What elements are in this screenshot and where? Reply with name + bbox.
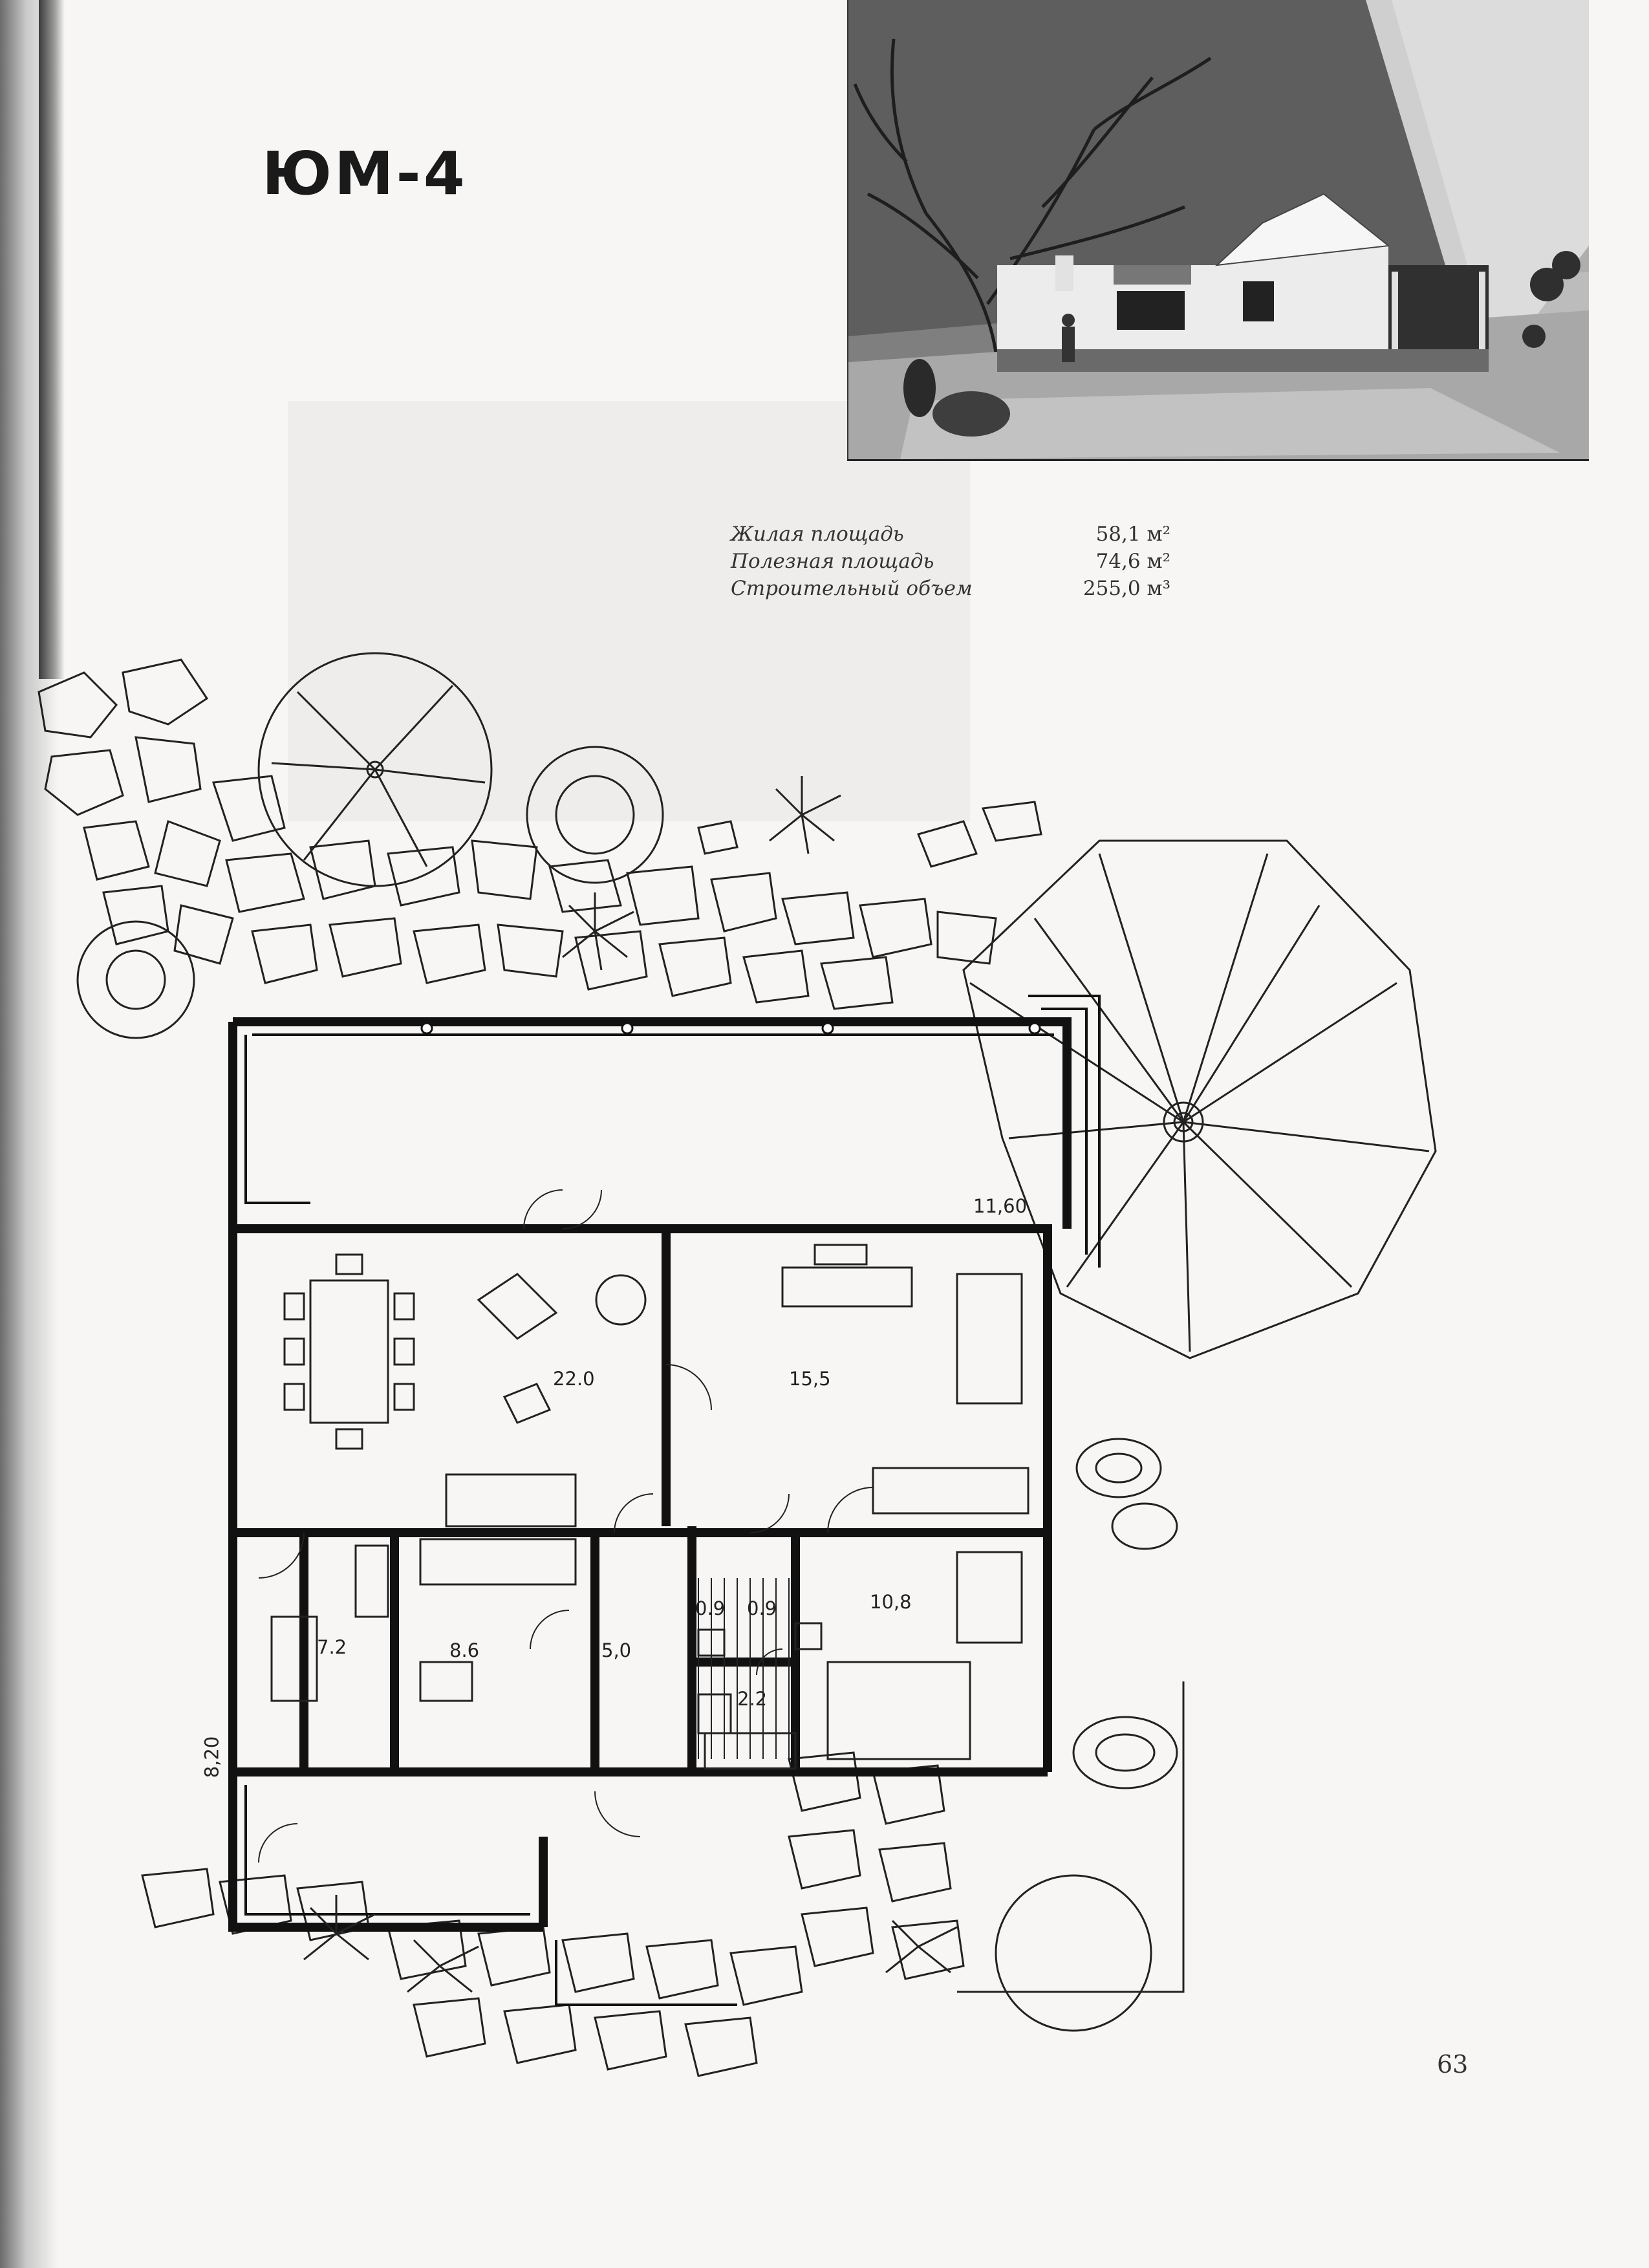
room-area-bath: 2.2 bbox=[737, 1688, 768, 1710]
stat-row: Полезная площадь 74,6 м² bbox=[731, 548, 1170, 575]
stat-value: 255,0 м³ bbox=[1083, 577, 1170, 600]
room-area-study: 8.6 bbox=[449, 1639, 480, 1661]
room-area-bedroom-large: 15,5 bbox=[789, 1368, 831, 1390]
stat-value: 74,6 м² bbox=[1095, 550, 1170, 573]
room-area-wc-1: 0.9 bbox=[695, 1597, 726, 1619]
room-area-kitchen: 7.2 bbox=[317, 1636, 347, 1658]
stat-label: Полезная площадь bbox=[731, 550, 934, 573]
dimension-depth: 8,20 bbox=[200, 1736, 223, 1778]
stat-label: Жилая площадь bbox=[731, 523, 904, 546]
page-number: 63 bbox=[1437, 2050, 1469, 2079]
room-area-living: 22.0 bbox=[553, 1368, 595, 1390]
floor-plan bbox=[26, 634, 1487, 2173]
stat-row: Жилая площадь 58,1 м² bbox=[731, 521, 1170, 548]
room-area-bedroom-small: 10,8 bbox=[870, 1591, 912, 1613]
page-fold-shadow bbox=[39, 0, 65, 679]
area-stats: Жилая площадь 58,1 м² Полезная площадь 7… bbox=[731, 521, 1170, 602]
stat-label: Строительный объем bbox=[731, 577, 973, 600]
room-area-hall: 5,0 bbox=[601, 1639, 632, 1661]
house-photo bbox=[847, 0, 1589, 461]
dimension-width: 11,60 bbox=[973, 1195, 1028, 1217]
stat-value: 58,1 м² bbox=[1095, 523, 1170, 546]
stat-row: Строительный объем 255,0 м³ bbox=[731, 575, 1170, 602]
room-area-wc-2: 0.9 bbox=[747, 1597, 777, 1619]
page-title: ЮМ-4 bbox=[262, 139, 468, 208]
